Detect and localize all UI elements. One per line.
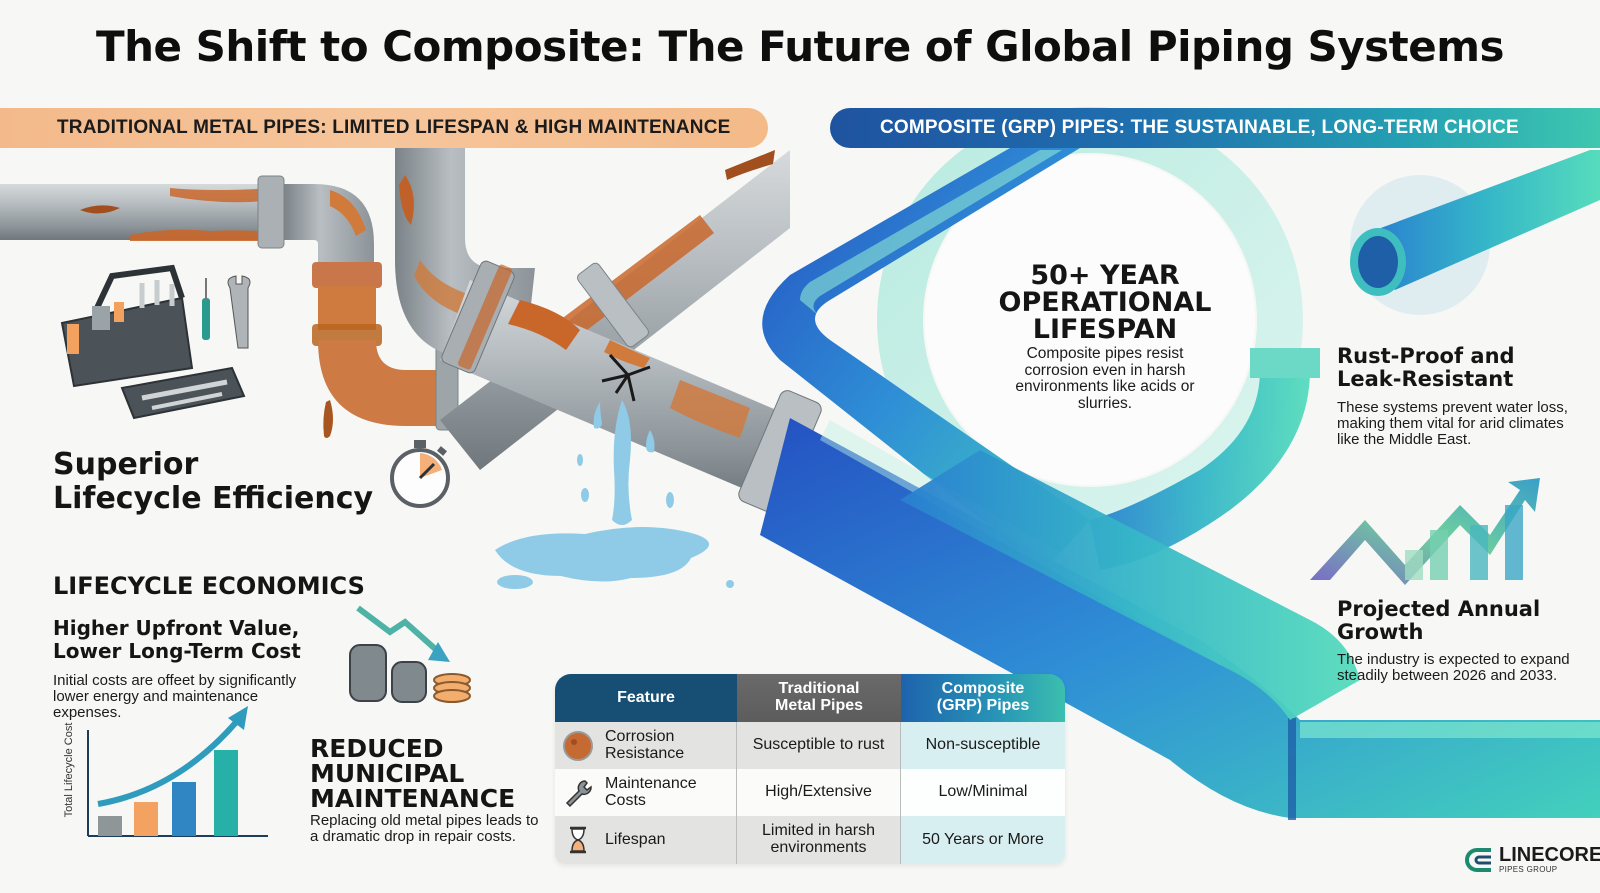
superior-efficiency-line1: Superior xyxy=(53,447,199,482)
table-cell-metal: Susceptible to rust xyxy=(737,722,901,769)
lifecycle-economics-heading: LIFECYCLE ECONOMICS xyxy=(53,572,365,600)
chart-y-axis-label: Total Lifecycle Cost xyxy=(63,722,75,818)
feature-line1: Lifespan xyxy=(605,830,666,848)
rust-proof-heading: Rust-Proof and Leak-Resistant xyxy=(1337,344,1515,392)
logo-name: LINECORE xyxy=(1499,844,1600,866)
traditional-pipes-banner-label: TRADITIONAL METAL PIPES: LIMITED LIFESPA… xyxy=(57,117,731,138)
table-cell-metal: High/Extensive xyxy=(737,769,901,816)
metal-line2: environments xyxy=(770,839,867,856)
upfront-value-subheading: Higher Upfront Value, Lower Long-Term Co… xyxy=(53,617,301,663)
table-header-metal-line2: Metal Pipes xyxy=(774,697,864,714)
table-cell-composite: 50 Years or More xyxy=(901,816,1065,864)
hourglass-icon xyxy=(570,826,586,854)
economics-description: Initial costs are offeet by significantl… xyxy=(53,672,297,722)
lifespan-heading: 50+ YEAR OPERATIONAL LIFESPAN xyxy=(975,262,1235,343)
superior-efficiency-heading: Superior Lifecycle Efficiency xyxy=(53,448,373,515)
lifespan-description: Composite pipes resist corrosion even in… xyxy=(1015,345,1195,413)
table-header-feature: Feature xyxy=(555,674,737,722)
reduced-maintenance-description: Replacing old metal pipes leads to a dra… xyxy=(310,812,539,846)
rust-proof-description: These systems prevent water loss, making… xyxy=(1337,399,1568,449)
table-header-composite-line1: Composite xyxy=(941,680,1025,698)
lifespan-line1: 50+ YEAR xyxy=(1030,260,1180,291)
lifecycle-cost-chart-graphic xyxy=(87,706,268,837)
traditional-pipes-banner: TRADITIONAL METAL PIPES: LIMITED LIFESPA… xyxy=(0,108,768,148)
growth-line2: Growth xyxy=(1337,620,1424,645)
table-cell-feature: Lifespan xyxy=(555,816,737,864)
upfront-value-line1: Higher Upfront Value, xyxy=(53,616,300,640)
table-header-composite-line2: (GRP) Pipes xyxy=(936,697,1030,714)
rust-proof-line1: Rust-Proof and xyxy=(1337,344,1515,368)
linecore-logo-icon xyxy=(1465,847,1491,872)
growth-description: The industry is expected to expand stead… xyxy=(1337,651,1570,685)
reduced-maintenance-heading: REDUCED MUNICIPAL MAINTENANCE xyxy=(310,736,515,811)
feature-line2: Costs xyxy=(605,791,646,809)
logo-subtitle: PIPES GROUP xyxy=(1499,865,1558,874)
reduced-line3: MAINTENANCE xyxy=(310,784,516,813)
table-cell-composite: Low/Minimal xyxy=(901,769,1065,816)
page-title: The Shift to Composite: The Future of Gl… xyxy=(96,22,1505,71)
feature-line1: Maintenance xyxy=(605,774,697,792)
feature-line2: Resistance xyxy=(605,744,685,762)
reduced-line2: MUNICIPAL xyxy=(310,759,465,788)
rust-proof-line2: Leak-Resistant xyxy=(1337,367,1514,392)
lifecycle-cost-chart: Total Lifecycle Cost xyxy=(58,700,278,850)
lifespan-line3: LIFESPAN xyxy=(1032,314,1178,345)
table-header-metal-line1: Traditional xyxy=(778,680,860,698)
growth-line1: Projected Annual xyxy=(1337,597,1541,621)
table-cell-composite: Non-susceptible xyxy=(901,722,1065,769)
linecore-logo: LINECORE PIPES GROUP xyxy=(1465,845,1600,874)
growth-heading: Projected Annual Growth xyxy=(1337,597,1541,645)
superior-efficiency-line2: Lifecycle Efficiency xyxy=(53,480,374,516)
composite-pipes-banner-label: COMPOSITE (GRP) PIPES: THE SUSTAINABLE, … xyxy=(880,117,1519,138)
upfront-value-line2: Lower Long-Term Cost xyxy=(53,639,301,663)
table-header-composite: Composite(GRP) Pipes xyxy=(901,674,1065,722)
lifespan-line2: OPERATIONAL xyxy=(998,287,1212,318)
feature-line1: Corrosion xyxy=(605,727,675,745)
metal-line1: Limited in harsh xyxy=(762,822,875,840)
reduced-line1: REDUCED xyxy=(310,734,444,763)
rust-icon xyxy=(563,730,593,761)
wrench-icon xyxy=(565,779,592,807)
composite-pipes-banner: COMPOSITE (GRP) PIPES: THE SUSTAINABLE, … xyxy=(830,108,1600,148)
